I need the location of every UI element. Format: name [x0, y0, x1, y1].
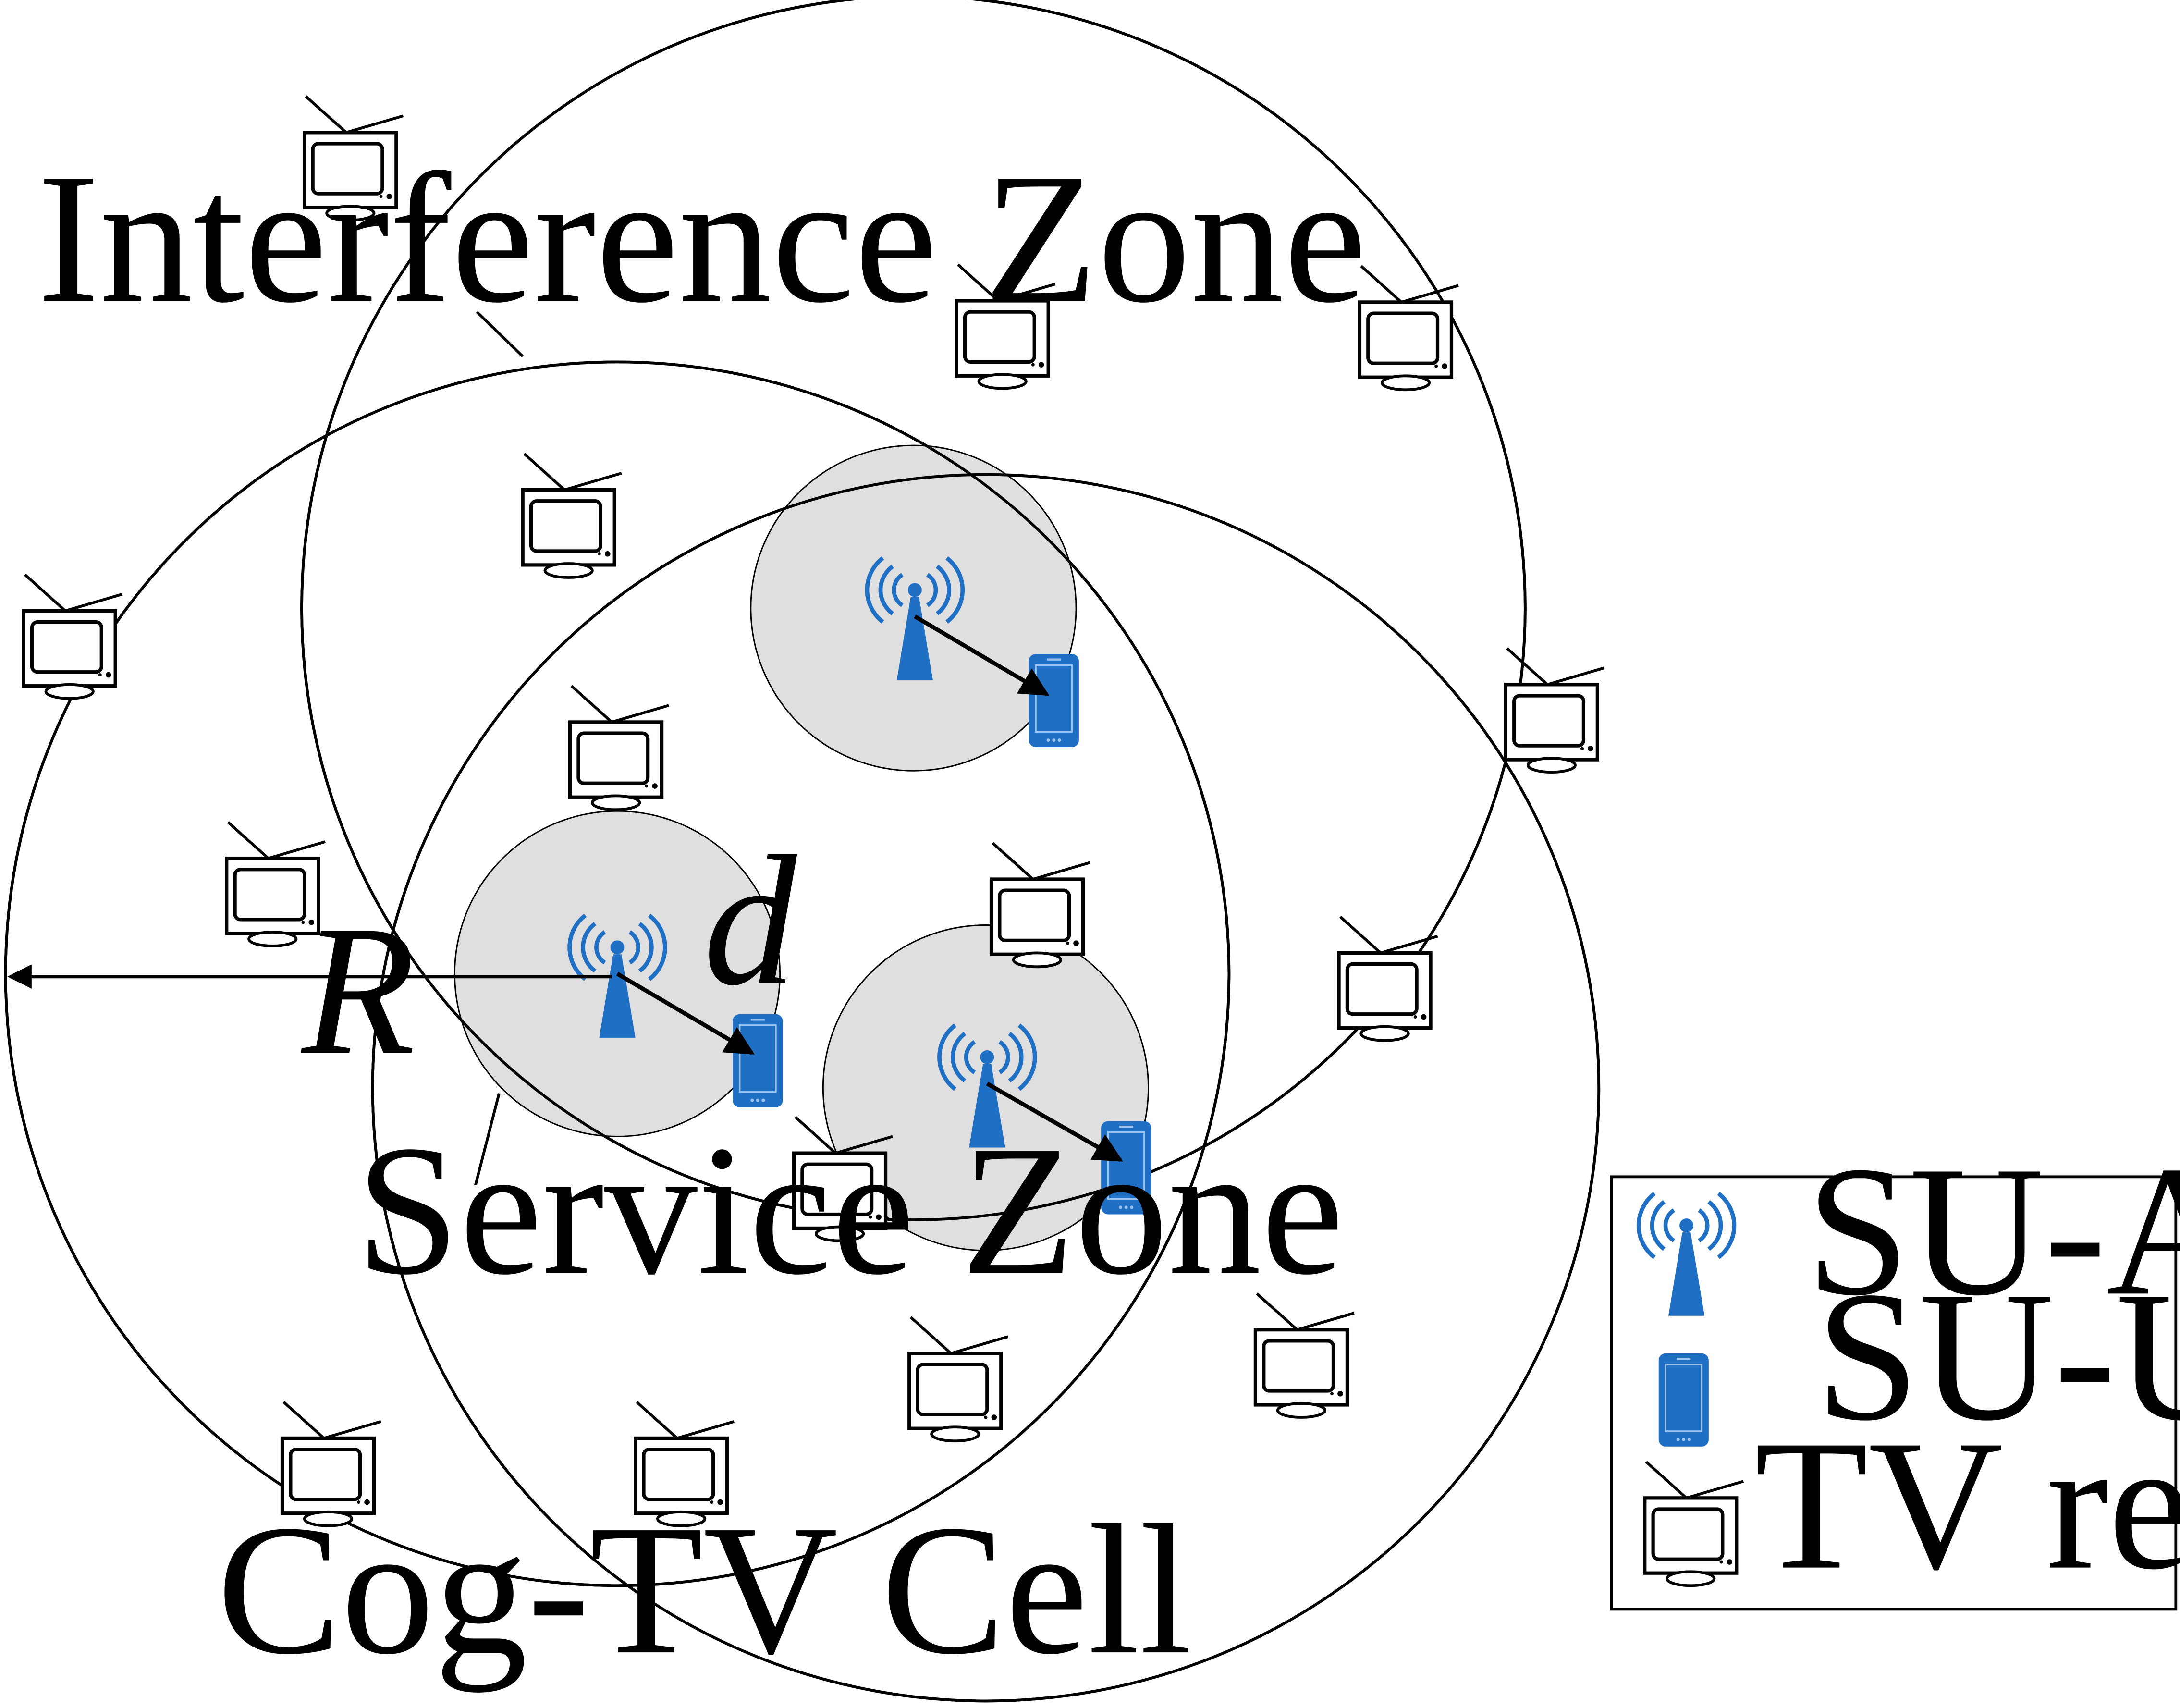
ap-ue-link-3: [986, 1081, 1123, 1162]
legend-ap-label: SU-AP: [1806, 1127, 2180, 1334]
legend: SU-AP SU-UE TV receiver: [1610, 1127, 2180, 1611]
interference-zone-outline: [300, 0, 1527, 1221]
tv-receiver-icon: [992, 843, 1090, 967]
cog-tv-cell-outline: [4, 360, 1231, 1587]
smartphone-icon: [1659, 1353, 1709, 1447]
tv-receiver-icon: [523, 454, 621, 578]
coverage-circle-outline: [371, 473, 1601, 1703]
service-zone-leader: [474, 1093, 501, 1186]
radius-label: R: [299, 887, 416, 1094]
tv-receiver-icon: [570, 686, 669, 810]
tv-receiver-icon: [1506, 649, 1604, 773]
legend-ue-label: SU-UE: [1816, 1253, 2180, 1459]
cog-tv-cell-label: Cog-TV Cell: [217, 1486, 1191, 1693]
tv-receiver-icon: [24, 575, 122, 699]
interference-zone-leader: [476, 311, 524, 357]
ap-ue-link-2: [616, 972, 755, 1055]
tv-receiver-icon: [909, 1317, 1008, 1441]
tv-receiver-icon: [1359, 266, 1458, 390]
legend-tv-label: TV receiver: [1754, 1401, 2180, 1608]
interference-zone-label: Interference Zone: [37, 135, 1367, 341]
ap-ue-link-1: [914, 614, 1050, 696]
smartphone-icon: [733, 1014, 783, 1107]
distance-label: d: [703, 817, 799, 1024]
smartphone-icon: [1029, 654, 1079, 747]
tv-receiver-icon: [1339, 917, 1437, 1041]
service-zone-label: Service Zone: [356, 1106, 1344, 1313]
